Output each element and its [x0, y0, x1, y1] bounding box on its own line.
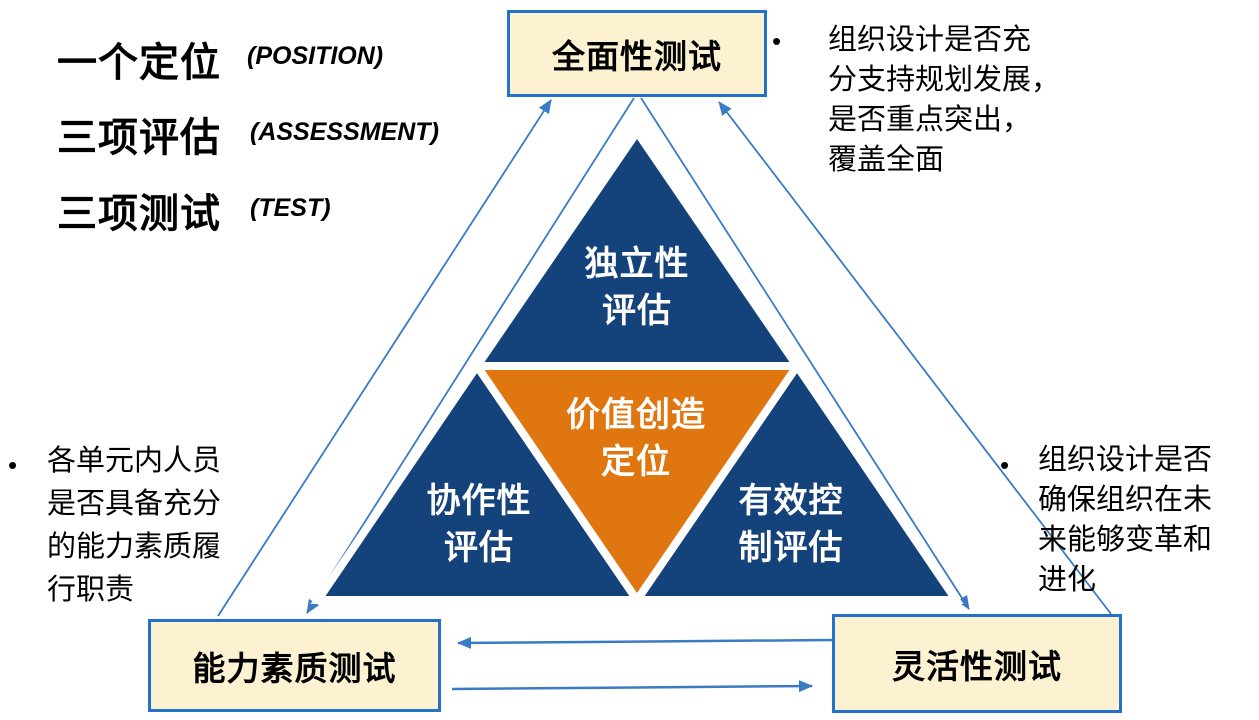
annotation-flexibility: 组织设计是否 确保组织在未 来能够变革和 进化	[1038, 444, 1213, 596]
arrow-right-to-left	[457, 636, 834, 649]
arrow-bottomleft-to-top	[217, 99, 552, 617]
box-flexibility-test: 灵活性测试	[832, 614, 1122, 713]
triangle-value-position	[469, 362, 805, 608]
arrow-bottomright-to-top	[718, 101, 1112, 615]
legend-item-assessment-en: (ASSESSMENT)	[250, 118, 439, 146]
box-comprehensive-test: 全面性测试	[507, 10, 767, 97]
annotation-comprehensive: 组织设计是否充 分支持规划发展， 是否重点突出， 覆盖全面	[828, 24, 1061, 176]
arrow-top-to-bottomright	[640, 97, 970, 610]
legend-item-position-zh: 一个定位	[57, 41, 221, 85]
label-value-creation-position: 价值创造 定位	[566, 396, 706, 481]
annotation-capability: 各单元内人员 是否具备充分 的能力素质履 行职责	[47, 445, 222, 606]
label-control-assessment: 有效控 制评估	[738, 482, 844, 567]
bullet-marker-right: •	[1000, 450, 1010, 480]
bullet-marker-top-right: •	[772, 26, 782, 56]
legend-item-test-zh: 三项测试	[57, 192, 221, 236]
legend-item-assessment-zh: 三项评估	[57, 116, 221, 160]
legend-item-position-en: (POSITION)	[247, 42, 384, 70]
box-capability-test: 能力素质测试	[148, 619, 441, 712]
arrow-top-to-bottomleft	[306, 97, 635, 614]
legend-item-test-en: (TEST)	[250, 194, 331, 222]
bullet-marker-left: •	[8, 450, 18, 480]
label-collaboration-assessment: 协作性 评估	[426, 482, 532, 567]
label-independence-assessment: 独立性 评估	[584, 245, 690, 330]
arrow-left-to-right	[451, 680, 813, 693]
